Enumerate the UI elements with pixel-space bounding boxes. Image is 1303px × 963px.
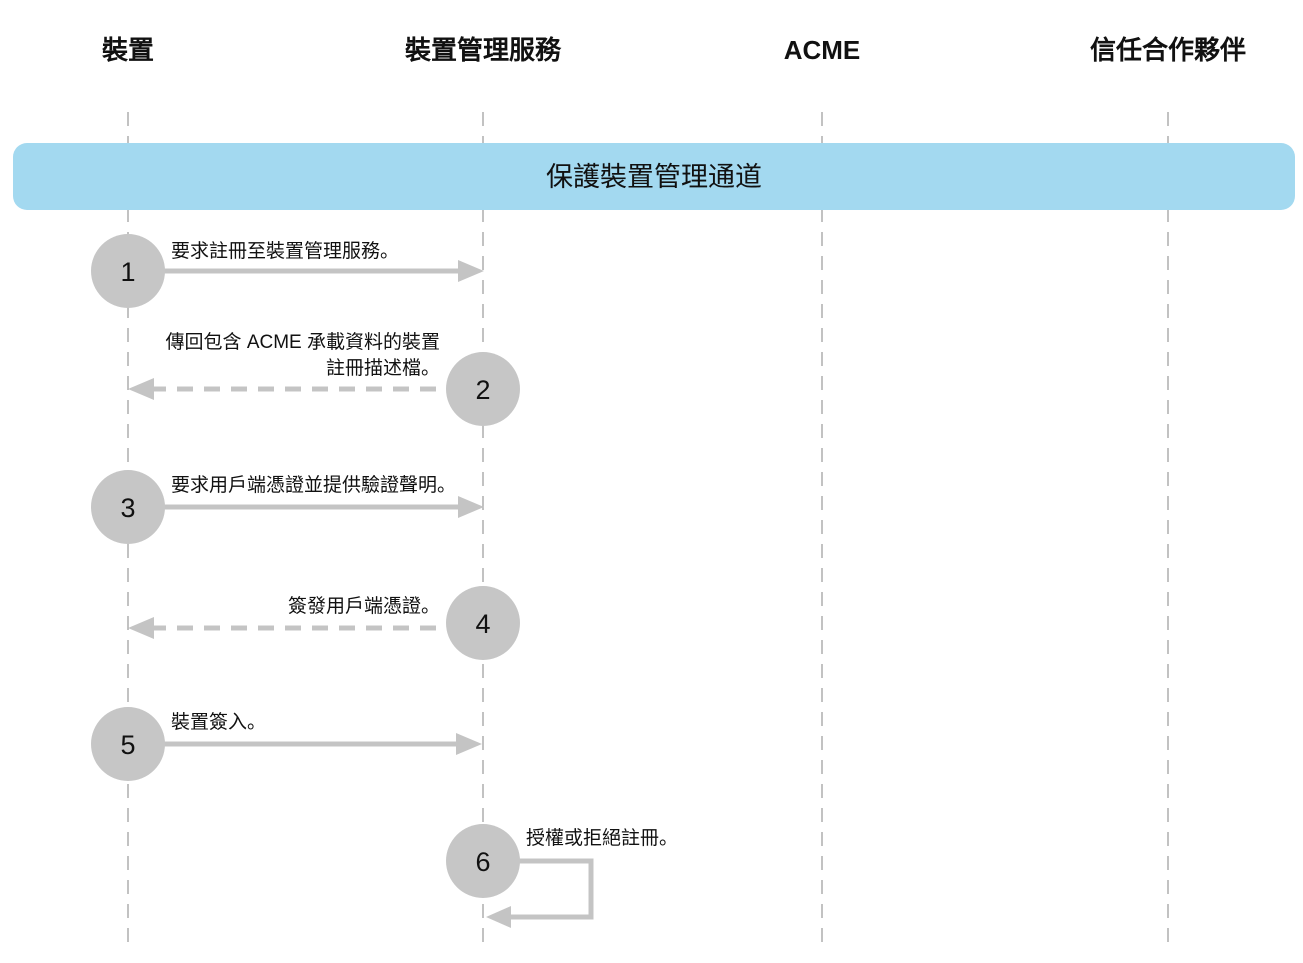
arrowhead-step-3 [458, 496, 484, 518]
arrowhead-step-5 [456, 733, 482, 755]
step-number-6: 6 [475, 847, 490, 877]
secure-channel-band [13, 143, 1295, 210]
step-label-2-line-1: 傳回包含 ACME 承載資料的裝置 [166, 331, 440, 353]
arrow-step-6-loop [508, 858, 594, 920]
step-circle-5 [91, 707, 165, 781]
step-circle-2 [446, 352, 520, 426]
step-number-4: 4 [475, 609, 490, 639]
step-number-2: 2 [475, 375, 490, 405]
participant-mdm-service: 裝置管理服務 [405, 35, 562, 65]
step-circle-3 [91, 470, 165, 544]
step-circle-4 [446, 586, 520, 660]
step-number-5: 5 [120, 730, 135, 760]
step-circle-6 [446, 824, 520, 898]
step-label-1: 要求註冊至裝置管理服務。 [171, 240, 399, 262]
step-3: 3 要求用戶端憑證並提供驗證聲明。 [91, 470, 484, 544]
step-2: 2 傳回包含 ACME 承載資料的裝置 註冊描述檔。 [128, 331, 520, 426]
secure-channel-label: 保護裝置管理通道 [546, 162, 762, 192]
participant-acme: ACME [784, 35, 861, 65]
step-label-5: 裝置簽入。 [171, 711, 266, 733]
step-label-3: 要求用戶端憑證並提供驗證聲明。 [171, 474, 456, 496]
step-6: 6 授權或拒絕註冊。 [446, 824, 678, 928]
arrowhead-step-4 [128, 617, 154, 639]
step-number-1: 1 [120, 257, 135, 287]
arrowhead-step-6 [486, 906, 511, 928]
step-label-4: 簽發用戶端憑證。 [288, 595, 440, 617]
step-label-6: 授權或拒絕註冊。 [526, 827, 678, 849]
step-label-2-line-2: 註冊描述檔。 [326, 357, 440, 379]
step-number-3: 3 [120, 493, 135, 523]
arrowhead-step-2 [128, 378, 154, 400]
step-circle-1 [91, 234, 165, 308]
step-5: 5 裝置簽入。 [91, 707, 482, 781]
arrowhead-step-1 [458, 260, 484, 282]
participant-trusted-partner: 信任合作夥伴 [1090, 35, 1246, 65]
participant-device: 裝置 [102, 35, 154, 65]
step-1: 1 要求註冊至裝置管理服務。 [91, 234, 484, 308]
step-4: 4 簽發用戶端憑證。 [128, 586, 520, 660]
